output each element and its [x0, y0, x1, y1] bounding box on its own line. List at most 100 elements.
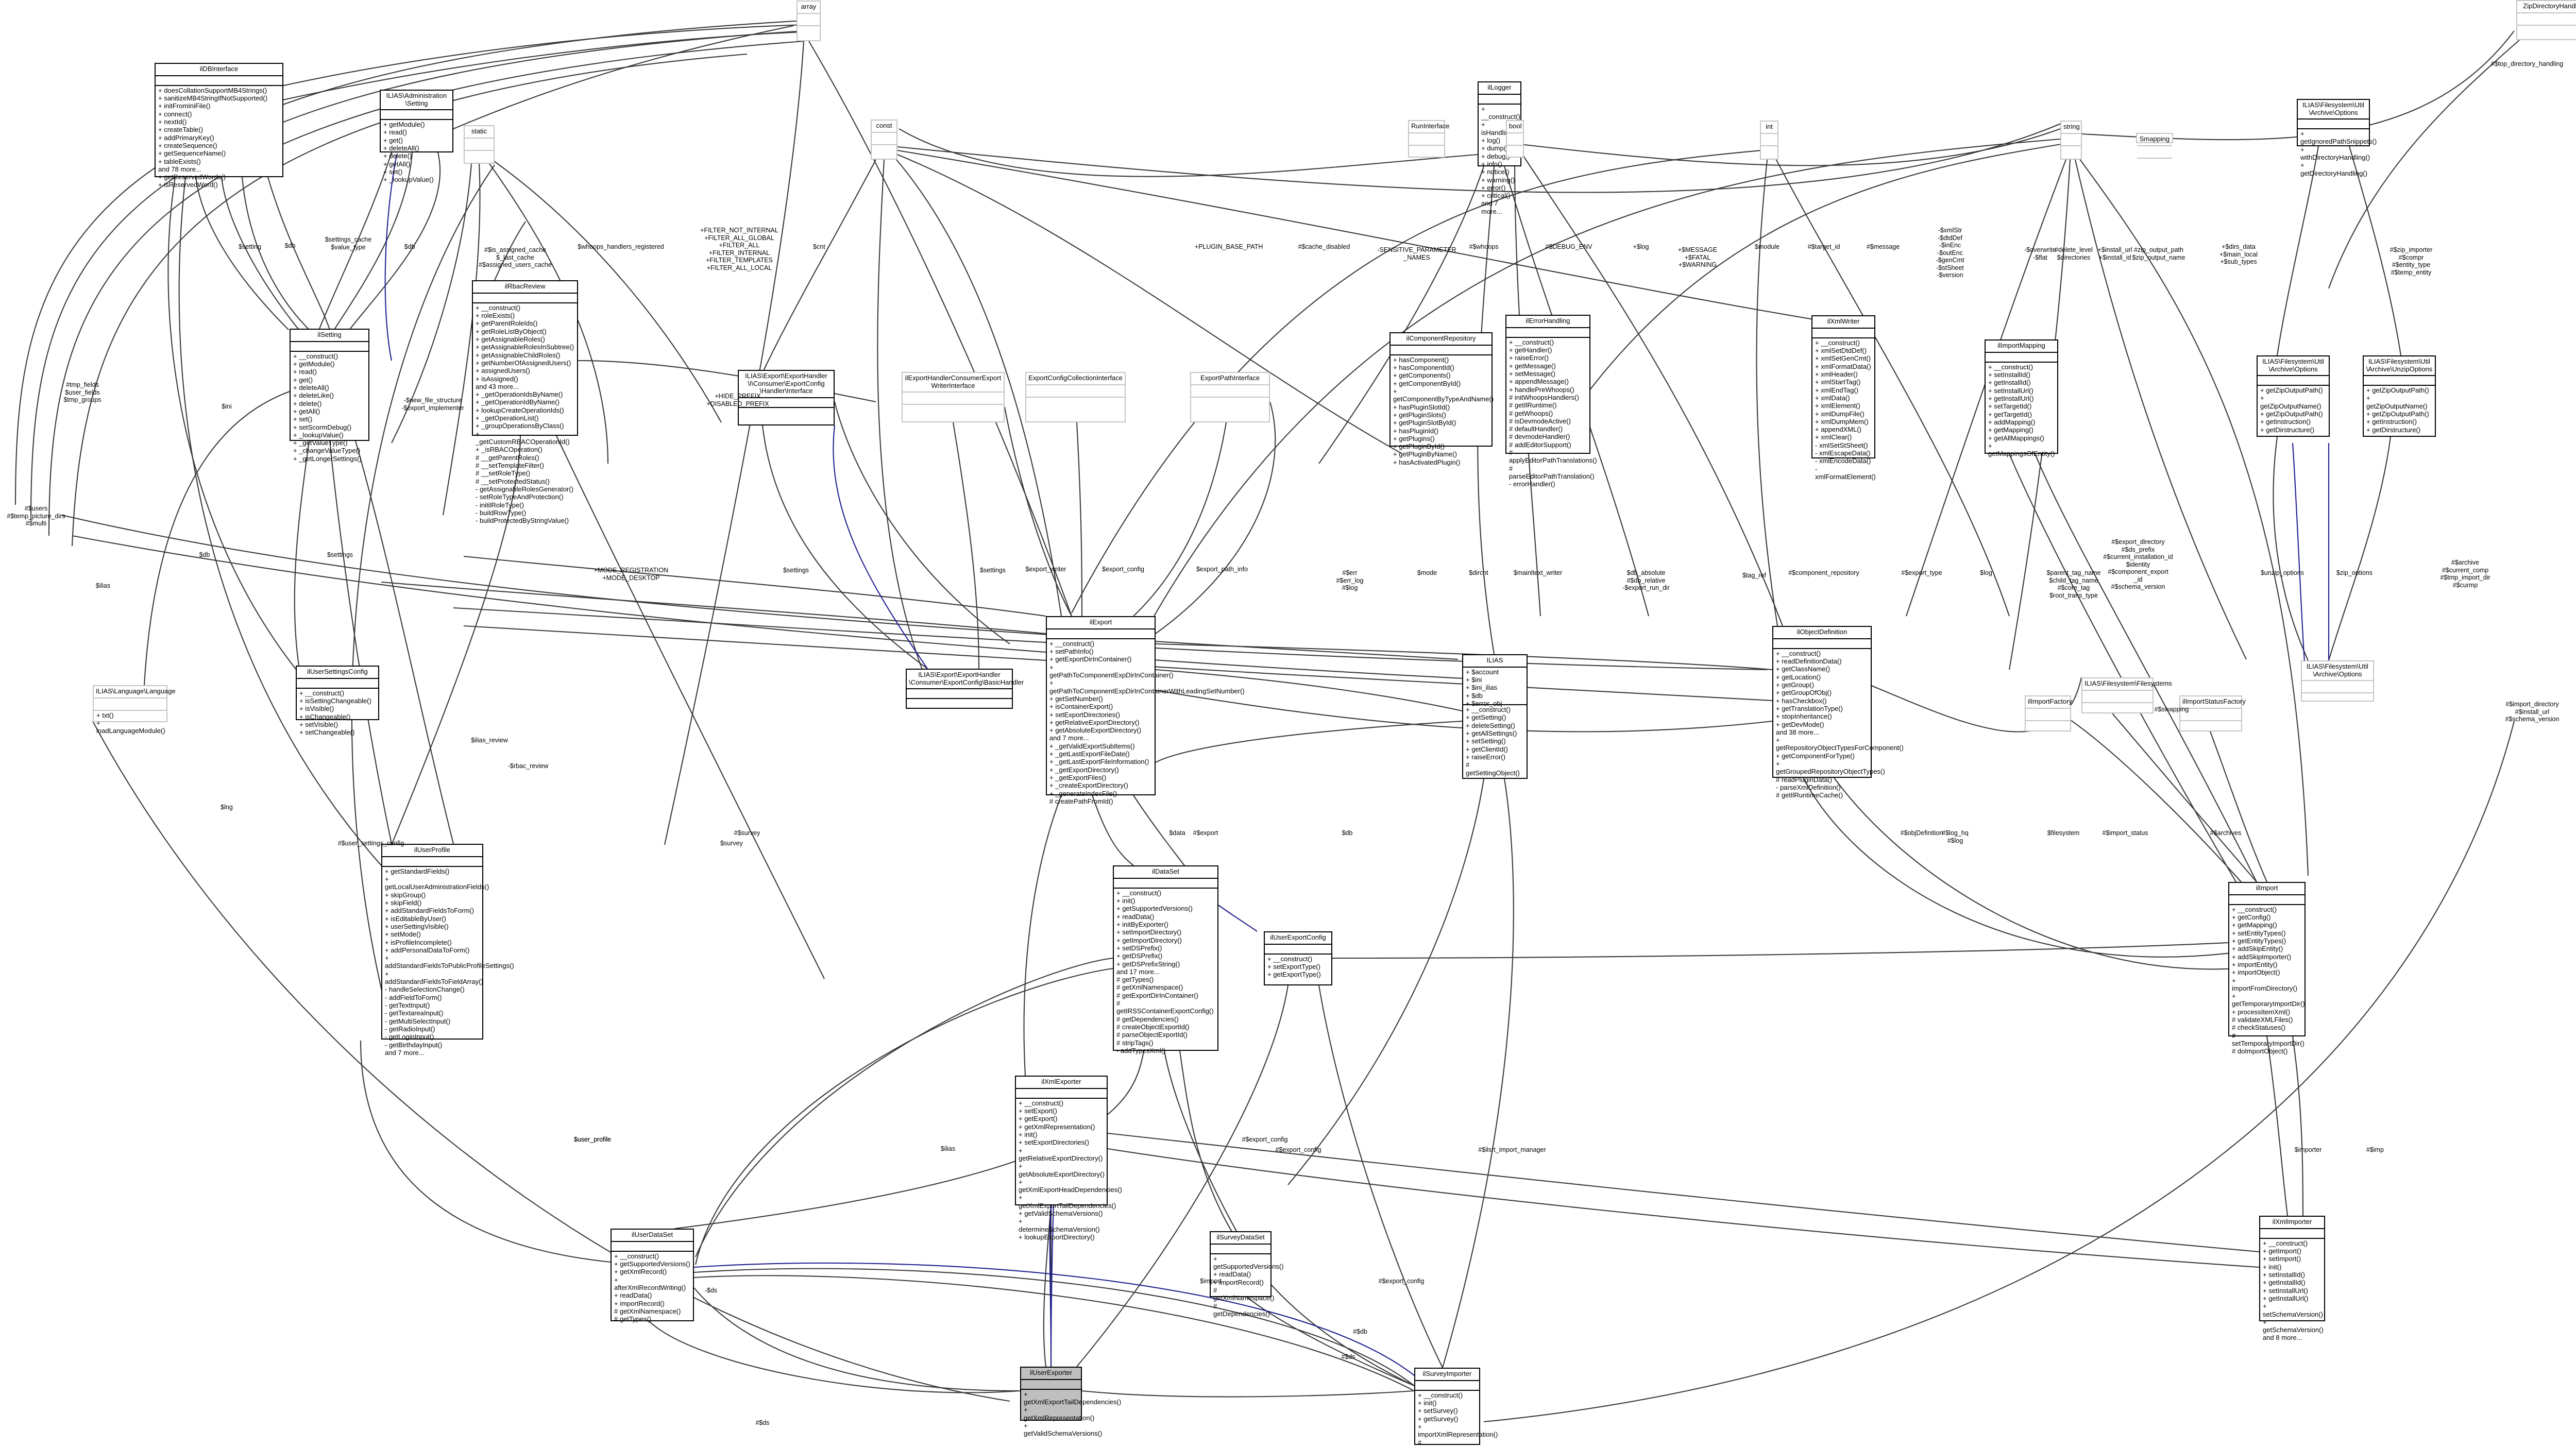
uml-class-box[interactable]: ilUserDataSet+ __construct()+ getSupport… [611, 1229, 694, 1323]
class-attributes [381, 110, 452, 121]
class-operations [465, 151, 494, 163]
uml-class-box[interactable]: ilUserSettingsConfig+ __construct()+ isS… [296, 666, 379, 736]
class-operations [1191, 398, 1269, 421]
class-name: Smapping [2137, 134, 2172, 146]
uml-class-box[interactable]: ilSurveyImporter+ __construct()+ init()+… [1414, 1368, 1498, 1447]
edge-label: $ini [222, 403, 232, 410]
edge-label: $db [1342, 829, 1353, 837]
uml-class-box[interactable]: ilRbacReview+ __construct()+ roleExists(… [472, 280, 578, 524]
class-attributes [2061, 134, 2081, 146]
uml-class-box[interactable]: ilSetting+ __construct()+ getModule()+ r… [290, 329, 369, 463]
uml-class-box[interactable]: ilExport+ __construct()+ setPathInfo()+ … [1046, 616, 1245, 805]
class-attributes [1506, 328, 1589, 338]
uml-class-box[interactable]: ilObjectDefinition+ __construct()+ readD… [1772, 626, 1904, 799]
uml-class-box[interactable]: ilDBInterface+ doesCollationSupportMB4St… [155, 63, 283, 189]
class-name: ilComponentRepository [1391, 333, 1492, 346]
uml-class-box[interactable]: ZipDirectoryHandling [2516, 0, 2576, 40]
edge-label: $user_profile [573, 1136, 612, 1143]
uml-class-box[interactable]: const [871, 120, 897, 160]
uml-class-box[interactable]: ILIAS\Filesystem\Util \Archive\Options+ … [2257, 355, 2330, 437]
uml-class-box[interactable]: ExportPathInterface [1190, 372, 1270, 422]
uml-class-box[interactable]: array [796, 1, 821, 41]
class-name: ilUserExporter [1021, 1368, 1081, 1380]
uml-class-box[interactable]: ILIAS\Language\Language+ txt()+ loadLang… [93, 685, 176, 735]
edge-label: $mode [1417, 569, 1437, 576]
edge-label: $lng [221, 804, 233, 811]
class-attributes [1391, 346, 1492, 355]
uml-class-box[interactable]: ILIAS\Export\ExportHandler \Consumer\Exp… [906, 669, 1024, 709]
edge-label: $module [1755, 243, 1780, 250]
uml-class-box[interactable]: ilExportHandlerConsumerExport WriterInte… [902, 372, 1005, 422]
class-attributes [156, 76, 282, 86]
uml-class-box[interactable]: ILIAS\Filesystem\Util \Archive\Options+ … [2297, 99, 2377, 177]
edge-label: $dircnt [1469, 569, 1488, 576]
class-operations: + __construct()+ getModule()+ read()+ ge… [293, 352, 362, 463]
class-name: ILIAS\Filesystem\Util \Archive\Options [2302, 661, 2373, 682]
uml-class-box[interactable]: ilUserExporter + getXmlExportTailDependen… [1020, 1367, 1121, 1437]
uml-class-box[interactable]: ilSurveyDataSet+ getSupportedVersions()+… [1210, 1231, 1284, 1318]
class-attributes [1047, 629, 1155, 639]
class-name: ilImportMapping [1986, 341, 2057, 353]
class-attributes [1409, 133, 1444, 146]
edge-label: #$archive #$current_comp #$tmp_import_di… [2440, 559, 2490, 589]
uml-class-box[interactable]: ilImportMapping+ __construct()+ setInsta… [1985, 339, 2058, 457]
edge-label: #$message [1866, 243, 1900, 250]
edge-label: #$cache_disabled [1298, 243, 1350, 250]
class-operations: + getXmlExportTailDependencies()+ getXml… [1024, 1390, 1122, 1438]
class-operations: + __construct()+ xmlSetDtdDef()+ xmlSetG… [1815, 338, 1876, 481]
class-name: ilImportStatusFactory [2180, 696, 2246, 709]
uml-class-box[interactable]: ilErrorHandling+ __construct()+ getHandl… [1505, 315, 1597, 488]
uml-class-box[interactable]: ILIAS+ $account+ $ini+ $ini_ilias+ $db+ … [1462, 654, 1528, 779]
uml-class-box[interactable]: ILIAS\Filesystem\Filesystems [2081, 677, 2172, 715]
class-name: ilSurveyDataSet [1211, 1232, 1270, 1245]
uml-class-box[interactable]: ILIAS\Administration \Setting+ getModule… [380, 90, 453, 183]
uml-class-box[interactable]: ilImportStatusFactory [2179, 695, 2246, 731]
uml-class-box[interactable]: ILIAS\Filesystem\Util \Archive\Options [2301, 660, 2374, 702]
edge-label: #zip_output_path $zip_output_name [2132, 246, 2185, 261]
class-name: ILIAS\Export\ExportHandler \I\Consumer\E… [739, 371, 834, 398]
edge-label: $unzip_options [2260, 569, 2304, 576]
uml-class-box[interactable]: int [1760, 121, 1778, 160]
uml-class-box[interactable]: ilXmlImporter+ __construct()+ getImport(… [2259, 1216, 2325, 1341]
uml-class-box[interactable]: RunInterface [1408, 120, 1449, 158]
uml-class-box[interactable]: ExportConfigCollectionInterface [1025, 372, 1126, 422]
class-attributes [1021, 1380, 1081, 1390]
edge-label: #delete_level $directories [2055, 246, 2093, 261]
class-operations: + hasComponent()+ hasComponentId()+ getC… [1393, 355, 1494, 466]
uml-class-box[interactable]: string [2060, 121, 2082, 160]
uml-class-box[interactable]: ilUserProfile+ getStandardFields()+ getL… [381, 844, 514, 1057]
uml-class-box[interactable]: ilImportFactory [2025, 695, 2072, 731]
class-attributes [612, 1242, 693, 1252]
uml-class-box[interactable]: ilLogger+ __construct()+ isHandling()+ l… [1478, 81, 1521, 215]
uml-class-box[interactable]: ilImport+ __construct()+ getConfig()+ ge… [2228, 882, 2306, 1055]
class-operations [2082, 703, 2153, 715]
class-operations [1026, 398, 1125, 421]
edge-label: #$zip_importer #$compr #$entity_type #$t… [2389, 246, 2433, 276]
uml-class-box[interactable]: ilXmlExporter+ __construct()+ setExport(… [1015, 1076, 1122, 1241]
class-name: ilImportFactory [2026, 696, 2072, 709]
class-operations [1761, 146, 1777, 159]
edge-label: #$objDefinition [1900, 829, 1943, 837]
edge-label: #$component_repository [1788, 569, 1859, 576]
uml-class-box[interactable]: static [464, 125, 495, 164]
class-attributes [1016, 1089, 1107, 1099]
class-name: ILIAS\Language\Language [94, 686, 176, 699]
class-name: ilExport [1047, 617, 1155, 629]
uml-class-box[interactable]: ilUserExportConfig+ __construct()+ setEx… [1264, 931, 1332, 985]
edge-label: #$export_directory #$ds_prefix #$current… [2103, 538, 2173, 590]
class-operations: + getZipOutputPath()+ getZipOutputName()… [2366, 386, 2429, 434]
class-attributes [473, 294, 577, 303]
class-name: ILIAS\Administration \Setting [381, 91, 452, 111]
uml-class-box[interactable]: ilDataSet+ __construct()+ init()+ getSup… [1113, 865, 1218, 1054]
uml-class-box[interactable]: ILIAS\Filesystem\Util \Archive\UnzipOpti… [2363, 355, 2436, 437]
edge-label: $whoops_handlers_registered [578, 243, 664, 250]
class-name: ILIAS\Filesystem\Util \Archive\Options [2258, 356, 2329, 377]
uml-class-box[interactable]: Smapping [2136, 133, 2173, 159]
uml-class-box[interactable]: bool [1506, 120, 1524, 158]
edge-label: -SENSITIVE_PARAMETER _NAMES [1377, 246, 1456, 261]
class-name: ILIAS\Filesystem\Util \Archive\UnzipOpti… [2364, 356, 2435, 377]
uml-class-box[interactable]: ILIAS\Export\ExportHandler \I\Consumer\E… [738, 370, 835, 425]
uml-class-box[interactable]: ilXmlWriter+ __construct()+ xmlSetDtdDef… [1811, 315, 1876, 481]
edge-label: $settings [979, 567, 1006, 574]
uml-class-box[interactable]: ilComponentRepository + hasComponent()+ h… [1389, 332, 1494, 466]
